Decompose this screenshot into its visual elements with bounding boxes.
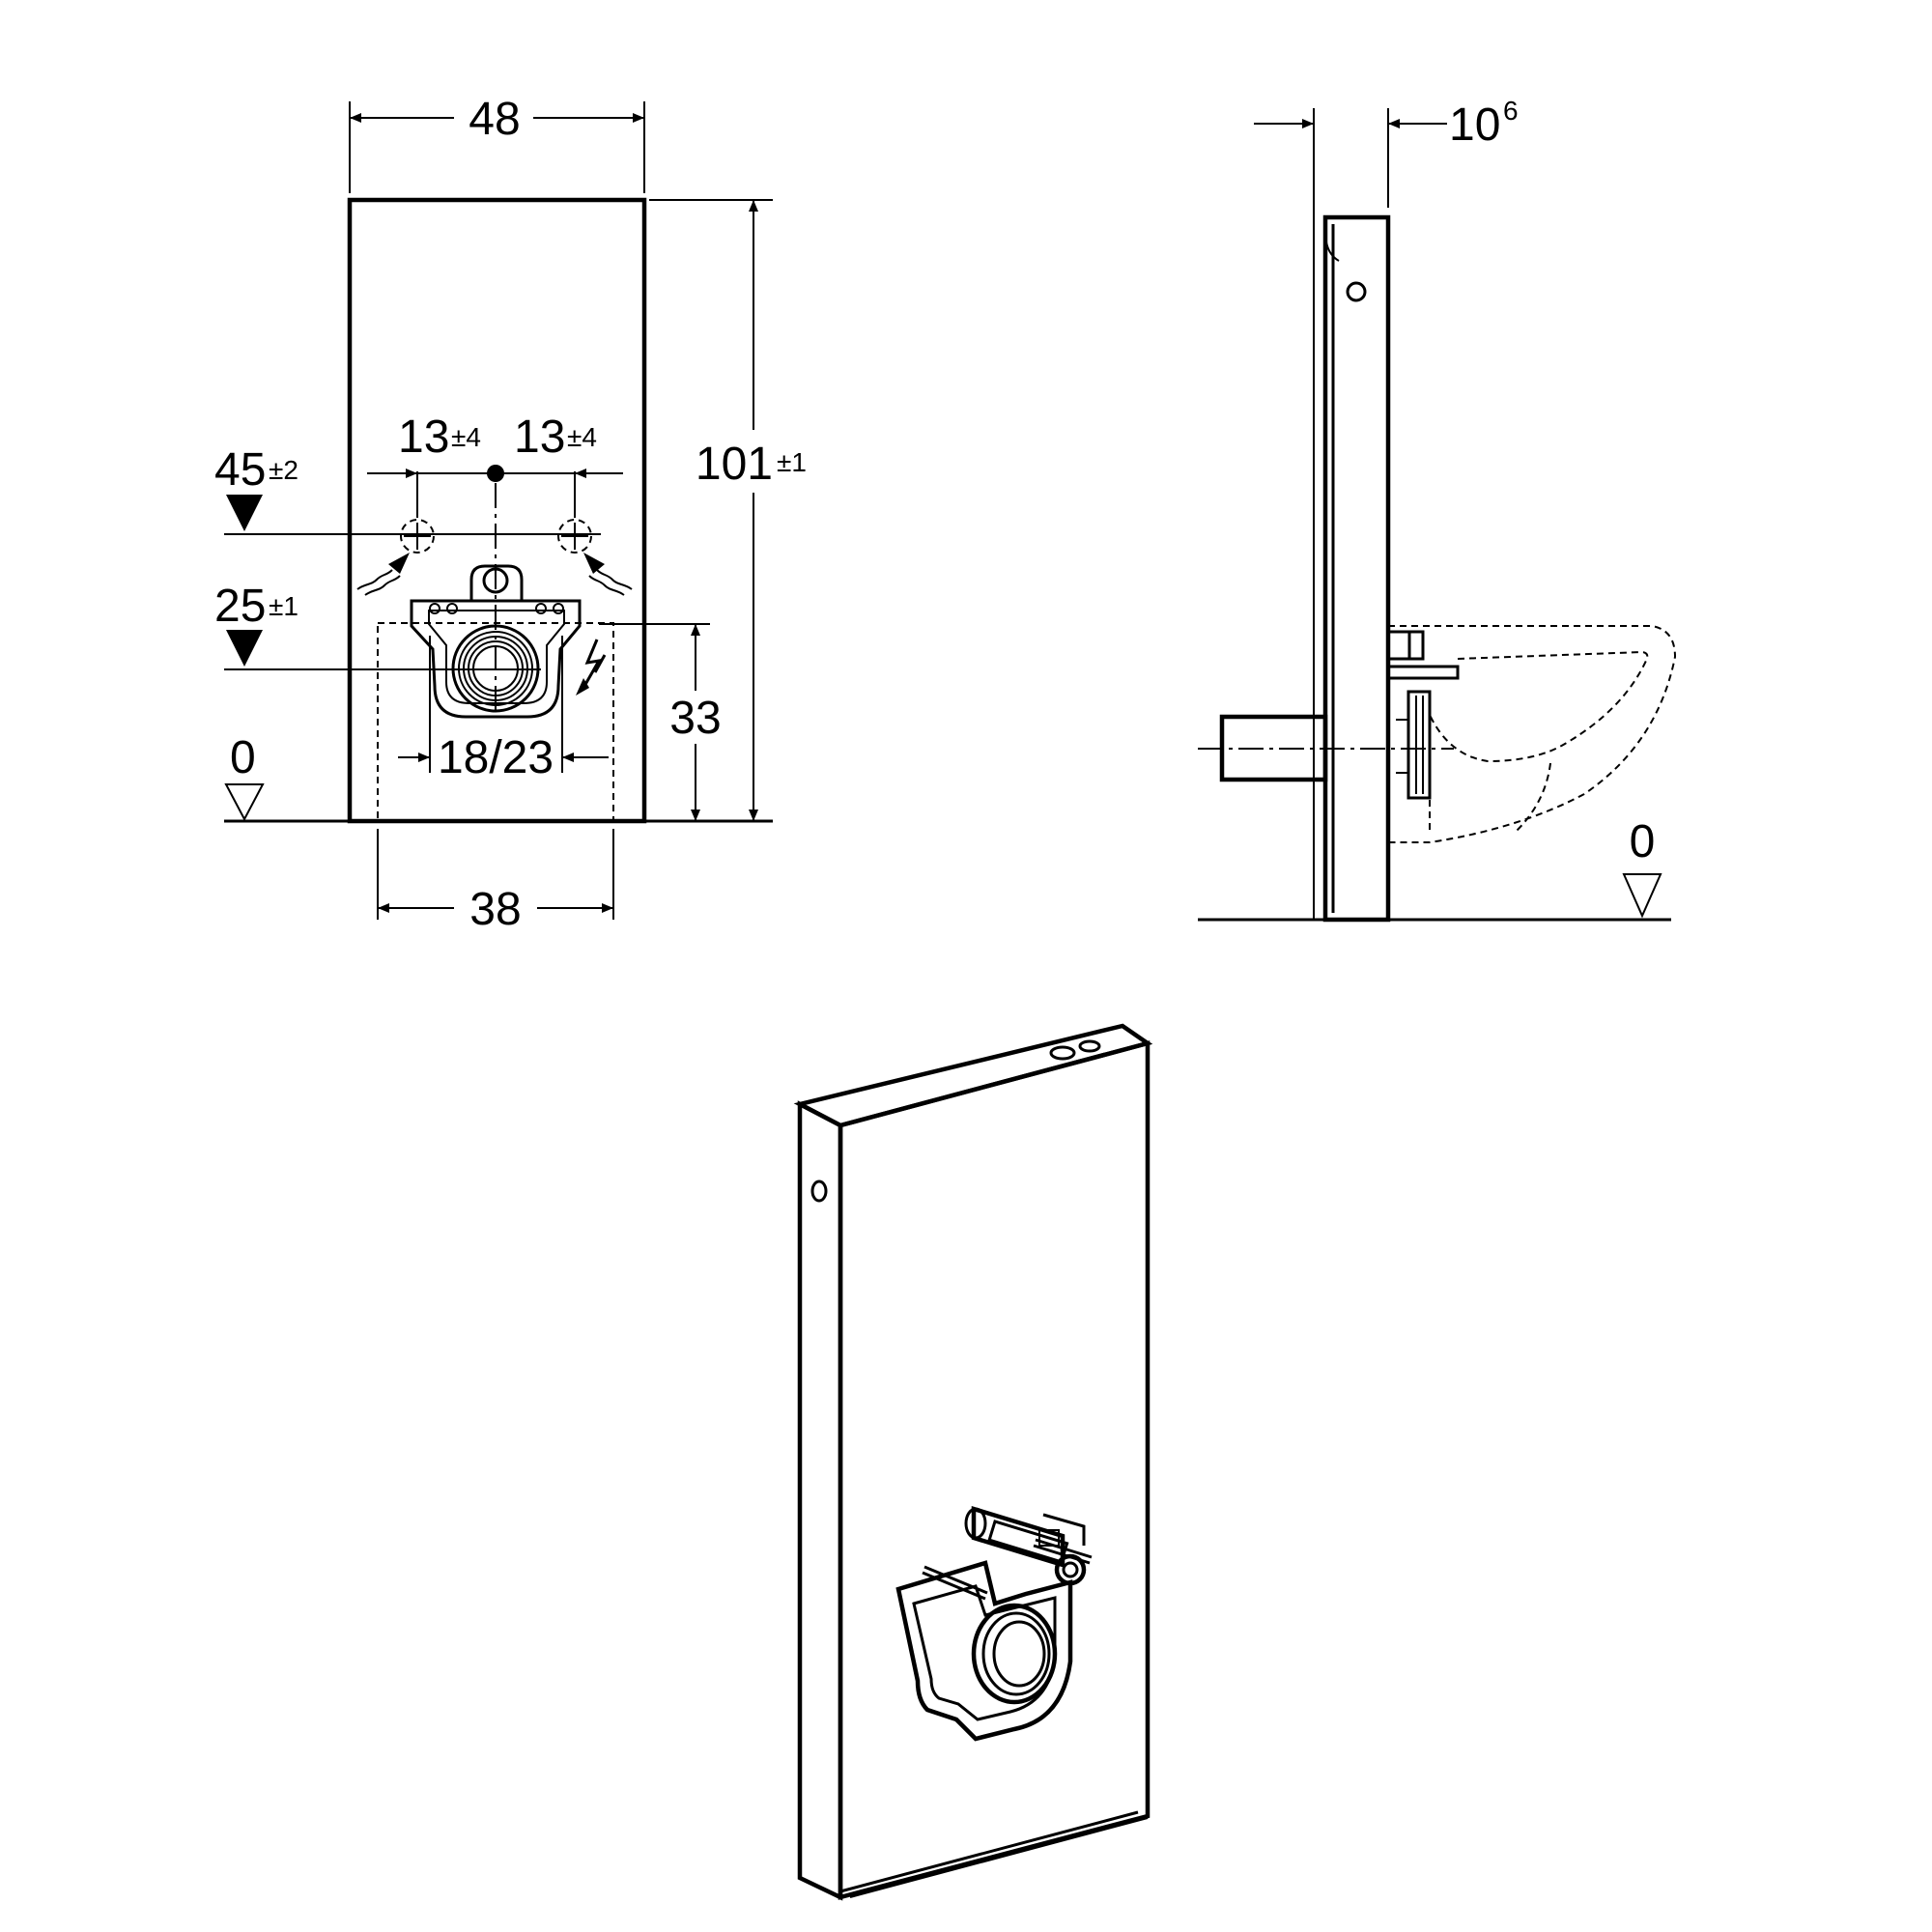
floor-level-icon bbox=[1622, 873, 1662, 919]
spacing-right-tolerance: ±4 bbox=[567, 422, 597, 452]
dimension-bolt-18-23: 18/23 bbox=[398, 636, 609, 783]
level-marker-icon bbox=[226, 495, 263, 531]
dimension-width-label: 48 bbox=[469, 94, 520, 145]
dimension-height-tolerance: ±1 bbox=[777, 447, 807, 477]
water-connection-left bbox=[400, 519, 435, 554]
electrical-connection-icon bbox=[576, 639, 607, 696]
depth-value: 10 bbox=[1449, 99, 1500, 151]
dimension-outlet-33: 33 bbox=[599, 623, 722, 821]
dimension-height-101: 101 ±1 bbox=[649, 199, 807, 821]
dimension-spacing-13: 13 ±4 13 ±4 bbox=[367, 412, 623, 518]
water-connection-icon bbox=[583, 553, 633, 596]
dimension-width-48: 48 bbox=[349, 94, 645, 193]
side-drain-pipe bbox=[1219, 714, 1328, 782]
iso-side-hole bbox=[810, 1179, 828, 1203]
front-panel bbox=[347, 197, 647, 824]
bolt-spacing-label: 18/23 bbox=[438, 732, 554, 783]
level-marker-icon bbox=[226, 630, 263, 667]
side-flush-button bbox=[1346, 281, 1367, 302]
level-upper-tolerance: ±2 bbox=[269, 455, 298, 485]
iso-toilet-bracket bbox=[895, 1505, 1093, 1742]
water-connection-right bbox=[557, 519, 592, 554]
dimension-depth: 10 6 bbox=[1254, 96, 1519, 151]
outlet-height-label: 33 bbox=[669, 693, 721, 744]
level-upper-value: 45 bbox=[214, 444, 266, 496]
toilet-bracket bbox=[410, 564, 582, 719]
base-width-label: 38 bbox=[469, 884, 521, 935]
iso-front-panel bbox=[838, 1040, 1151, 1900]
side-floor-level-label: 0 bbox=[1630, 816, 1656, 867]
spacing-right-value: 13 bbox=[514, 412, 565, 463]
water-connection-icon bbox=[356, 553, 410, 596]
depth-superscript: 6 bbox=[1503, 96, 1519, 126]
level-lower-tolerance: ±1 bbox=[269, 591, 298, 621]
side-module-body bbox=[1322, 214, 1391, 923]
dimension-base-38: 38 bbox=[377, 829, 614, 935]
dimension-height-value: 101 bbox=[696, 439, 773, 490]
level-lower-value: 25 bbox=[214, 581, 266, 632]
isometric-view bbox=[793, 1023, 1153, 1901]
front-floor-level-label: 0 bbox=[230, 732, 256, 783]
side-toilet-bowl bbox=[1388, 625, 1677, 843]
spacing-left-tolerance: ±4 bbox=[451, 422, 481, 452]
side-bracket bbox=[1386, 630, 1460, 800]
spacing-left-value: 13 bbox=[398, 412, 449, 463]
side-view: 10 6 0 bbox=[1198, 96, 1677, 923]
front-view: 48 101 ±1 13 ±4 13 ±4 45 ±2 25 ±1 bbox=[214, 94, 807, 935]
floor-level-icon bbox=[224, 783, 265, 822]
